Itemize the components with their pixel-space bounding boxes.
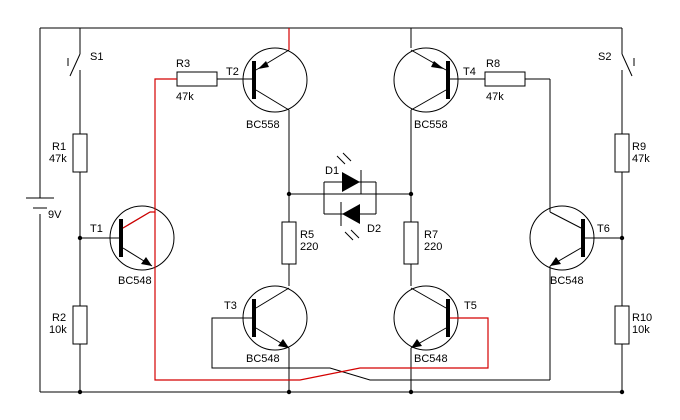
transistor-t6-name: T6 <box>597 223 610 235</box>
transistor-t5 <box>393 285 459 351</box>
transistor-t4 <box>393 47 485 113</box>
battery-label: 9V <box>48 209 62 221</box>
transistor-t4-name: T4 <box>463 66 476 78</box>
transistor-t3 <box>242 285 308 351</box>
diode-d2 <box>342 204 360 224</box>
resistor-r2 <box>72 305 88 345</box>
diode-d2-name: D2 <box>367 223 381 235</box>
transistor-t2-type: BC558 <box>246 119 280 131</box>
resistor-r1 <box>72 133 88 173</box>
resistor-r3 <box>176 71 218 87</box>
transistor-t2 <box>242 47 308 113</box>
led-pair <box>289 152 411 241</box>
switch-s2-label: S2 <box>598 51 611 63</box>
transistor-t1 <box>109 205 175 271</box>
resistor-r5-value: 220 <box>300 241 318 253</box>
battery: 9V <box>26 197 62 221</box>
resistor-r1-value: 47k <box>49 153 67 165</box>
resistor-r3-value: 47k <box>176 91 194 103</box>
resistor-r3-name: R3 <box>176 58 190 70</box>
resistor-r7 <box>403 221 419 265</box>
transistor-t1-name: T1 <box>90 223 103 235</box>
resistor-r10 <box>614 305 630 345</box>
resistor-r2-value: 10k <box>49 324 67 336</box>
resistor-r2-name: R2 <box>52 312 66 324</box>
resistor-r9-value: 47k <box>632 153 650 165</box>
switch-s1-label: S1 <box>90 51 103 63</box>
resistor-r10-name: R10 <box>632 312 652 324</box>
transistor-t6 <box>529 205 595 271</box>
resistor-r8-value: 47k <box>486 91 504 103</box>
wire-t3-base-link <box>211 317 550 381</box>
resistor-r8-name: R8 <box>486 58 500 70</box>
supply-rails <box>39 27 622 393</box>
resistor-r9-name: R9 <box>632 141 646 153</box>
transistor-t5-type: BC548 <box>414 353 448 365</box>
transistor-t2-name: T2 <box>226 66 239 78</box>
resistor-r9 <box>614 133 630 173</box>
resistor-r10-value: 10k <box>632 324 650 336</box>
transistor-t3-type: BC548 <box>246 353 280 365</box>
resistor-r5-name: R5 <box>300 229 314 241</box>
left-branch <box>67 28 112 395</box>
resistor-r7-name: R7 <box>424 229 438 241</box>
transistor-t4-type: BC558 <box>414 119 448 131</box>
diode-d1-name: D1 <box>325 165 339 177</box>
resistor-r7-value: 220 <box>424 241 442 253</box>
highlighted-path <box>122 28 489 381</box>
diode-d1 <box>342 172 360 192</box>
resistor-r1-name: R1 <box>52 141 66 153</box>
resistor-r8 <box>484 71 526 87</box>
resistor-r5 <box>281 221 297 265</box>
transistor-t1-type: BC548 <box>118 275 152 287</box>
right-branch <box>590 28 635 395</box>
transistor-t5-name: T5 <box>464 300 477 312</box>
transistor-t6-type: BC548 <box>550 275 584 287</box>
transistor-t3-name: T3 <box>224 300 237 312</box>
